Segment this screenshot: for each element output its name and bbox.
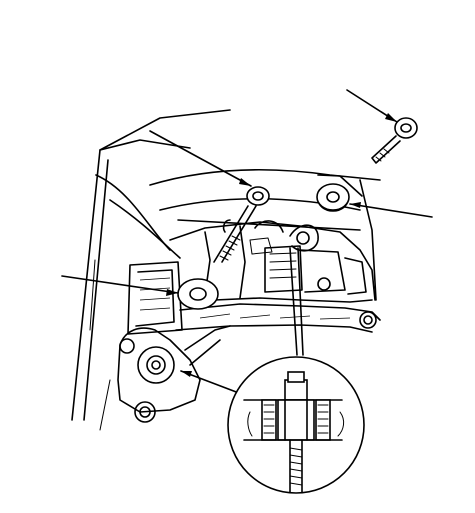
- detail-inset-bushing-cross-section: [227, 356, 365, 494]
- long-bolt: [371, 117, 418, 164]
- subframe: [99, 303, 381, 431]
- upper-left-bolt: [213, 186, 270, 263]
- callout-leaders: [61, 89, 433, 421]
- arrowhead-upper-left-bolt: [239, 178, 251, 186]
- leader-left-mount: [61, 275, 179, 294]
- mount-bushing-left: [177, 278, 219, 310]
- leader-right-washer: [349, 203, 433, 218]
- flange-washer: [316, 183, 350, 211]
- inset-leaders: [289, 247, 304, 356]
- arrowhead-right-washer: [350, 202, 361, 208]
- leader-upper-left-bolt: [149, 130, 252, 187]
- mount-bushing-lower: [137, 346, 175, 384]
- arrowhead-lower-mount: [181, 371, 192, 377]
- arrowhead-upper-bolt: [385, 113, 397, 122]
- arrowhead-left-mount: [166, 289, 178, 296]
